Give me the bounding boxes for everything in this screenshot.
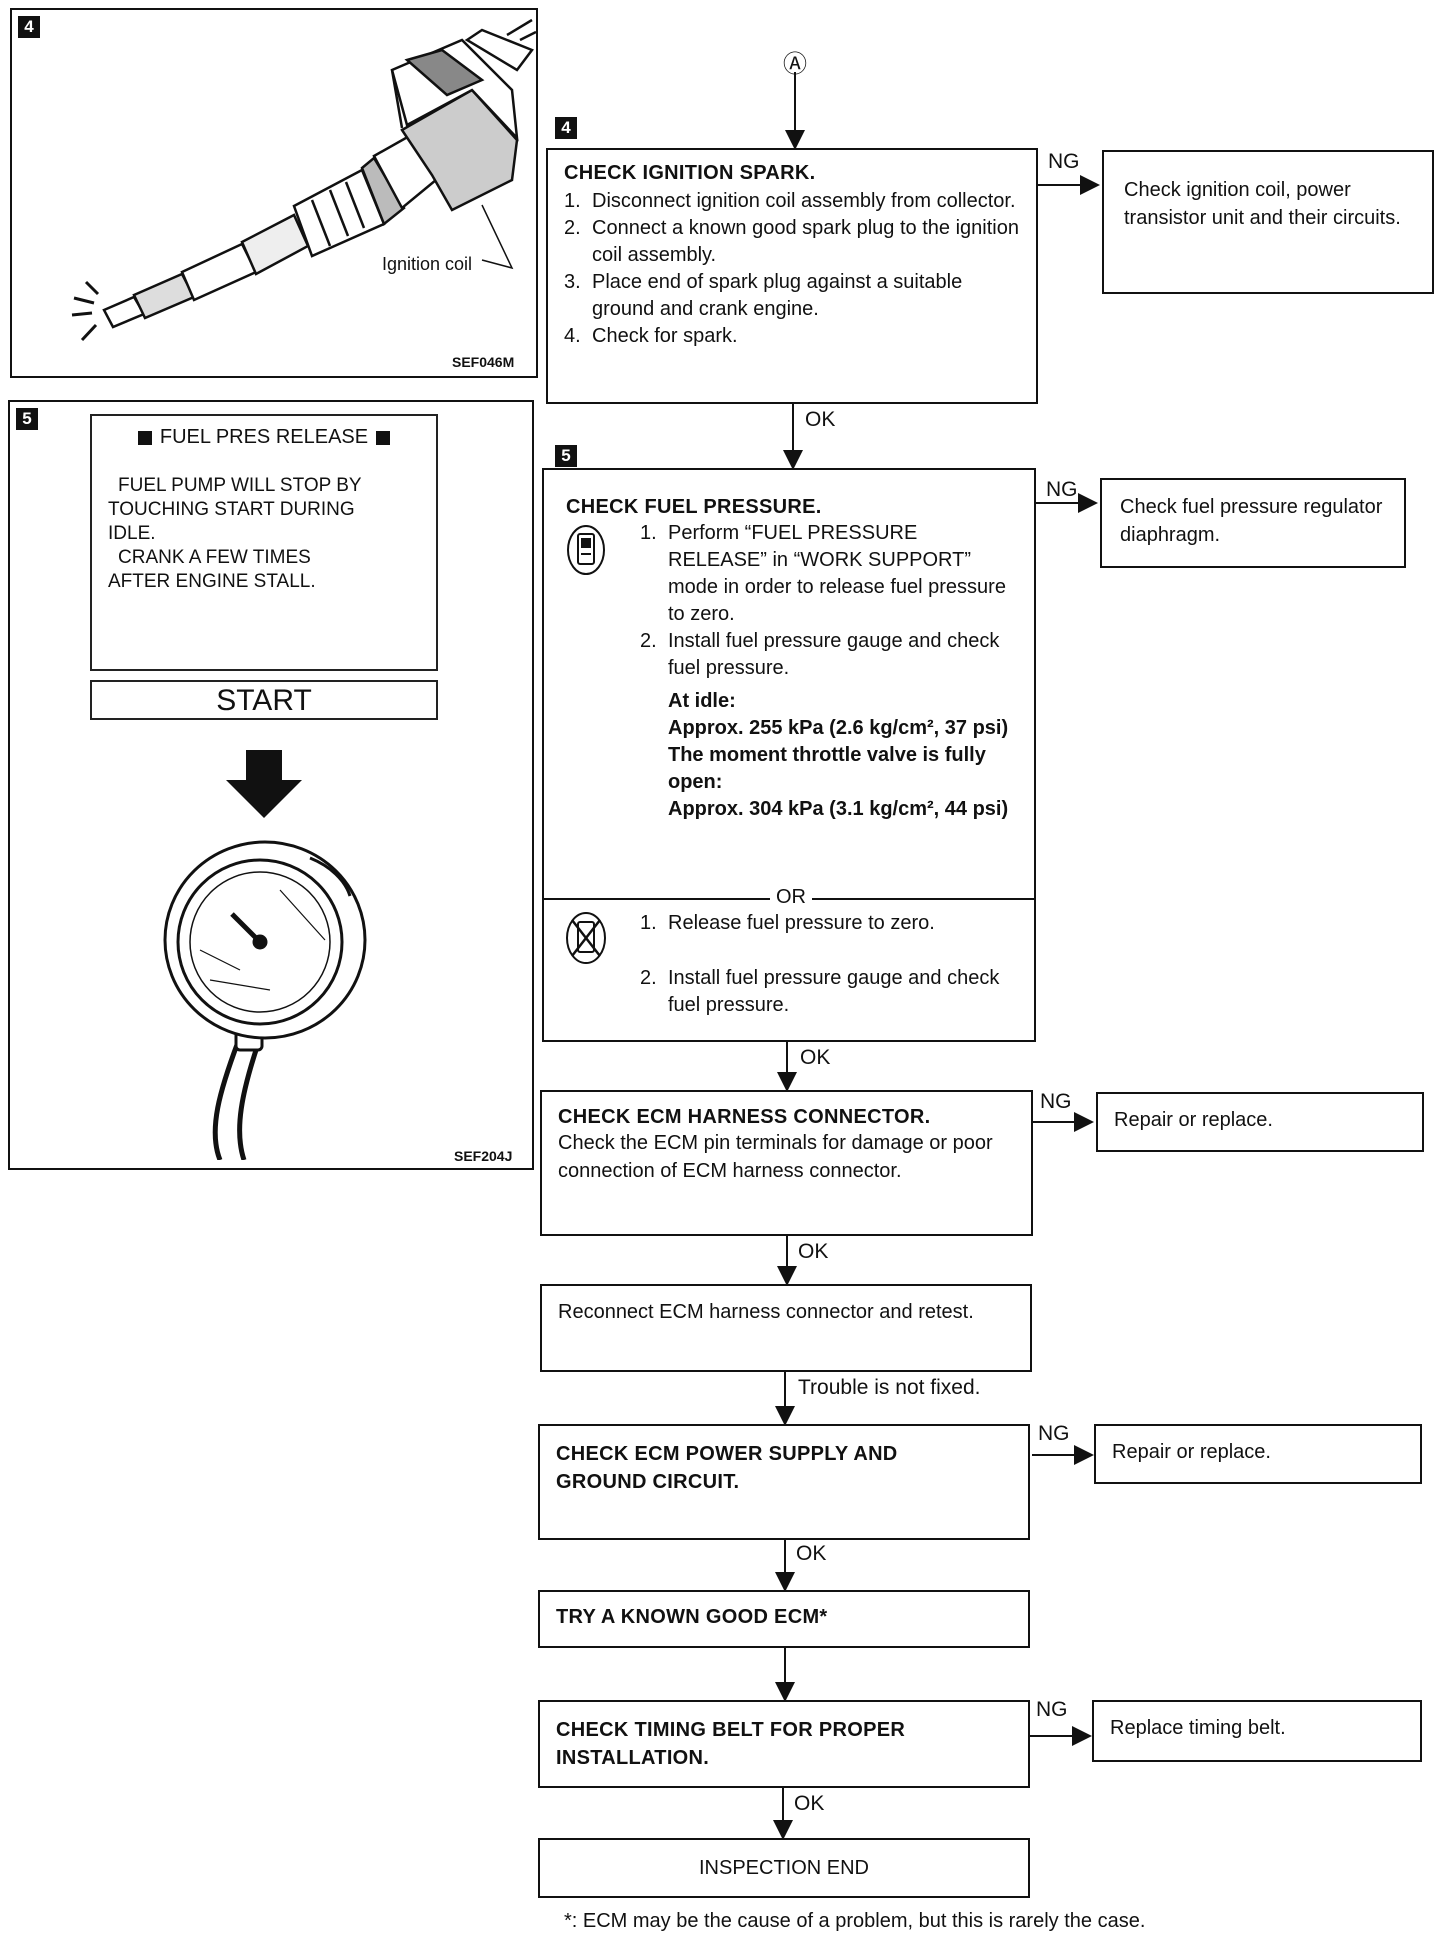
step-4-title: CHECK IGNITION SPARK.	[564, 162, 816, 184]
screen-title: FUEL PRES RELEASE	[92, 426, 436, 449]
fuel-pressure-gauge-icon	[163, 840, 367, 1160]
spec-idle-label: At idle:	[668, 690, 736, 712]
ecm-power-ng-label: NG	[1038, 1422, 1070, 1445]
figure-5-badge: 5	[16, 408, 38, 430]
ecm-power-ok-label: OK	[796, 1542, 827, 1565]
figure-5-panel: 5 FUEL PRES RELEASE FUEL PUMP WILL STOP …	[8, 400, 534, 1170]
screen-line-1: FUEL PUMP WILL STOP BY	[118, 475, 362, 496]
ignition-coil-illustration	[71, 18, 536, 342]
screen-line-2: TOUCHING START DURING	[108, 499, 355, 520]
ecm-power-title: CHECK ECM POWER SUPPLY AND GROUND CIRCUI…	[556, 1443, 898, 1493]
figure-4-badge: 4	[18, 16, 40, 38]
ecm-power-ng-action: Repair or replace.	[1094, 1424, 1422, 1484]
step-5-box: CHECK FUEL PRESSURE. 1.Perform “FUEL PRE…	[542, 468, 1036, 1042]
step-4-box: CHECK IGNITION SPARK. 1.Disconnect ignit…	[546, 148, 1038, 404]
step-4-item: 2.Connect a known good spark plug to the…	[564, 217, 1019, 266]
timing-belt-title: CHECK TIMING BELT FOR PROPER INSTALLATIO…	[556, 1719, 906, 1769]
spec-open-value: Approx. 304 kPa (3.1 kg/cm², 44 psi)	[668, 798, 1009, 820]
step-5-title: CHECK FUEL PRESSURE.	[566, 496, 822, 518]
footnote: *: ECM may be the cause of a problem, bu…	[564, 1910, 1146, 1932]
spec-open-label: The moment throttle valve is fully open:	[668, 744, 986, 793]
step-5-consult-list: 1.Perform “FUEL PRESSURE RELEASE” in “WO…	[640, 520, 1020, 682]
timing-belt-box: CHECK TIMING BELT FOR PROPER INSTALLATIO…	[538, 1700, 1030, 1788]
step-5-item: 2.Install fuel pressure gauge and check …	[640, 967, 1000, 1016]
step-5-ok-label: OK	[800, 1046, 831, 1069]
step-5-specs: At idle: Approx. 255 kPa (2.6 kg/cm², 37…	[668, 688, 1018, 823]
reconnect-box: Reconnect ECM harness connector and rete…	[540, 1284, 1032, 1372]
step-4-item: 4.Check for spark.	[564, 325, 738, 347]
step-5-badge: 5	[555, 445, 577, 467]
ecm-harness-ng-action: Repair or replace.	[1096, 1092, 1424, 1152]
screen-line-3: IDLE.	[108, 523, 156, 544]
step-4-ng-action: Check ignition coil, power transistor un…	[1102, 150, 1434, 294]
flow-start-marker: Ⓐ	[783, 51, 807, 78]
ignition-coil-callout: Ignition coil	[382, 254, 473, 274]
step-5-manual-list: 1.Release fuel pressure to zero. 2.Insta…	[640, 910, 1020, 1019]
step-5-ng-action: Check fuel pressure regulator diaphragm.	[1100, 478, 1406, 568]
ecm-harness-ng-label: NG	[1040, 1090, 1072, 1113]
step-4-ok-label: OK	[805, 408, 836, 431]
spec-idle-value: Approx. 255 kPa (2.6 kg/cm², 37 psi)	[668, 717, 1009, 739]
consult-screen: FUEL PRES RELEASE FUEL PUMP WILL STOP BY…	[90, 414, 438, 671]
ecm-harness-title: CHECK ECM HARNESS CONNECTOR.	[558, 1106, 931, 1128]
step-5-item: 2.Install fuel pressure gauge and check …	[640, 630, 1000, 679]
ecm-harness-ok-label: OK	[798, 1240, 829, 1263]
start-button[interactable]: START	[90, 680, 438, 720]
step-5-ng-label: NG	[1046, 478, 1078, 501]
ecm-harness-body: Check the ECM pin terminals for damage o…	[558, 1132, 993, 1182]
try-ecm-box: TRY A KNOWN GOOD ECM*	[538, 1590, 1030, 1648]
try-ecm-title: TRY A KNOWN GOOD ECM*	[556, 1606, 828, 1628]
step-4-list: 1.Disconnect ignition coil assembly from…	[564, 188, 1020, 350]
timing-belt-ng-label: NG	[1036, 1698, 1068, 1721]
step-4-item: 3.Place end of spark plug against a suit…	[564, 271, 963, 320]
screen-message: FUEL PUMP WILL STOP BY TOUCHING START DU…	[108, 474, 428, 594]
timing-belt-ng-action: Replace timing belt.	[1092, 1700, 1422, 1762]
inspection-end-box: INSPECTION END	[538, 1838, 1030, 1898]
down-arrow-icon	[226, 750, 302, 818]
no-consult-icon	[566, 912, 606, 964]
or-label: OR	[770, 886, 812, 909]
step-5-item: 1.Perform “FUEL PRESSURE RELEASE” in “WO…	[640, 522, 1006, 625]
ecm-harness-box: CHECK ECM HARNESS CONNECTOR. Check the E…	[540, 1090, 1033, 1236]
step-5-item: 1.Release fuel pressure to zero.	[640, 912, 935, 934]
screen-line-5: AFTER ENGINE STALL.	[108, 571, 316, 592]
step-4-item: 1.Disconnect ignition coil assembly from…	[564, 190, 1016, 212]
timing-belt-ok-label: OK	[794, 1792, 825, 1815]
step-4-ng-label: NG	[1048, 150, 1080, 173]
figure-4-panel: 4	[10, 8, 538, 378]
figure-5-code: SEF204J	[454, 1148, 513, 1164]
screen-line-4: CRANK A FEW TIMES	[118, 547, 311, 568]
step-4-badge: 4	[555, 117, 577, 139]
screen-title-text: FUEL PRES RELEASE	[159, 426, 369, 448]
ecm-power-box: CHECK ECM POWER SUPPLY AND GROUND CIRCUI…	[538, 1424, 1030, 1540]
consult-tool-icon	[567, 525, 605, 575]
reconnect-next-label: Trouble is not fixed.	[798, 1376, 981, 1399]
figure-4-code: SEF046M	[452, 354, 515, 370]
